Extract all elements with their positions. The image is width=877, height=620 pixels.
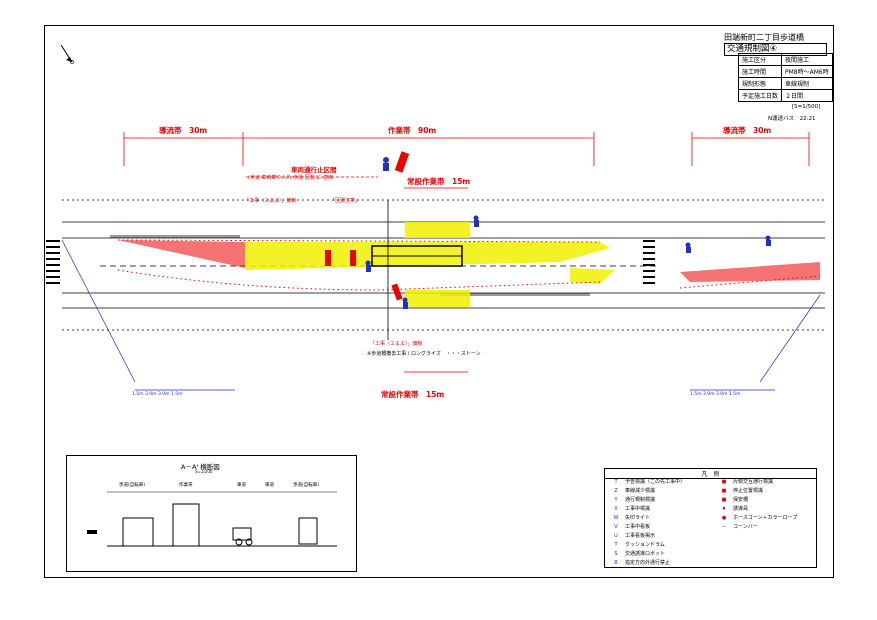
sign-bottom-label: 「工事（２よよ）」旗板 — [370, 341, 423, 347]
lane-dims-left: 1.5m 3.0m 3.0m 1.5m — [132, 392, 183, 397]
vehicle-stop-label: 車両通行止区間 — [291, 166, 337, 174]
legend-header: 凡 例 — [605, 469, 816, 479]
zone-dimension-lines — [123, 132, 810, 373]
info-label: 予定施工日数 — [737, 89, 783, 102]
lane-dims-right: 1.5m 3.0m 3.0m 1.5m — [690, 392, 741, 397]
section-header: 歩道(自転車) — [293, 483, 320, 488]
legend-item: ■保安柵 — [721, 497, 749, 503]
legend-item: ■停止位置標識 — [721, 488, 764, 494]
legend-item: ■片側交互通行標識 — [721, 479, 774, 485]
section-header: 作業帯 — [179, 483, 193, 488]
sign-mid-label: 「区間注意」 — [330, 198, 361, 204]
footbridge — [371, 200, 463, 340]
scale-note: N運送バス 22:21 — [768, 116, 816, 122]
cross-section-panel: A－A' 横断図 S=1/200 歩道(自転車) 作業帯 車道 車道 歩道(自転… — [66, 455, 357, 572]
vehicle-stop-note: (歩道 車両乗り入れ 歩道 区間 に 適用 — [248, 175, 333, 181]
crosswalk-left — [46, 240, 60, 284]
guide-zone-right-label: 導流帯 30m — [723, 126, 772, 135]
flagger-icons — [365, 157, 771, 309]
barricade-icons — [325, 151, 410, 301]
drawing-title: 田端新町二丁目歩道橋 — [724, 33, 804, 42]
crosswalk-right — [643, 240, 655, 284]
legend-item: ─コーンバー — [722, 524, 758, 530]
guide-zone-left-label: 導流帯 30m — [159, 126, 208, 135]
section-header: 車道 — [237, 483, 246, 488]
work-zone-bottom — [405, 290, 470, 307]
section-title: A－A' 横断図 — [181, 463, 220, 471]
north-arrow-icon — [60, 44, 74, 64]
side-crosswalks — [110, 235, 590, 296]
taper-left — [118, 240, 245, 268]
work-zone-top — [405, 222, 470, 238]
work-zone-label: 作業帯 90m — [388, 126, 437, 135]
section-header: 車道 — [265, 483, 274, 488]
sign-top-label: 「工事（２よよ）」旗板 — [244, 198, 297, 204]
info-value: ２日間 — [781, 89, 833, 102]
legend-item: ♦誘導員 — [721, 506, 749, 512]
legend-right-column: ■片側交互通行標識 ■停止位置標識 ■保安柵 ♦誘導員 ●ホースコーン＋カラーロ… — [715, 478, 798, 532]
section-header: 歩道(自転車) — [119, 483, 146, 488]
drawing-frame — [44, 25, 834, 578]
bridge-note: ※歩道橋撤去工事 / ロングライズ ・・・ストーン — [367, 351, 481, 357]
section-scale: S=1/200 — [195, 469, 213, 474]
permanent-zone-top-label: 常設作業帯 15m — [407, 177, 471, 186]
dimension-leaders — [61, 239, 821, 391]
legend-item: ●ホースコーン＋カラーロープ — [721, 515, 798, 521]
scale-label: [S=1/500] — [792, 104, 821, 110]
section-drawing — [87, 491, 337, 547]
taper-right — [680, 262, 820, 282]
road-lines — [62, 199, 825, 331]
cone-line — [117, 239, 821, 291]
permanent-zone-bottom-label: 常設作業帯 15m — [381, 390, 445, 399]
work-zone-right — [570, 268, 615, 284]
